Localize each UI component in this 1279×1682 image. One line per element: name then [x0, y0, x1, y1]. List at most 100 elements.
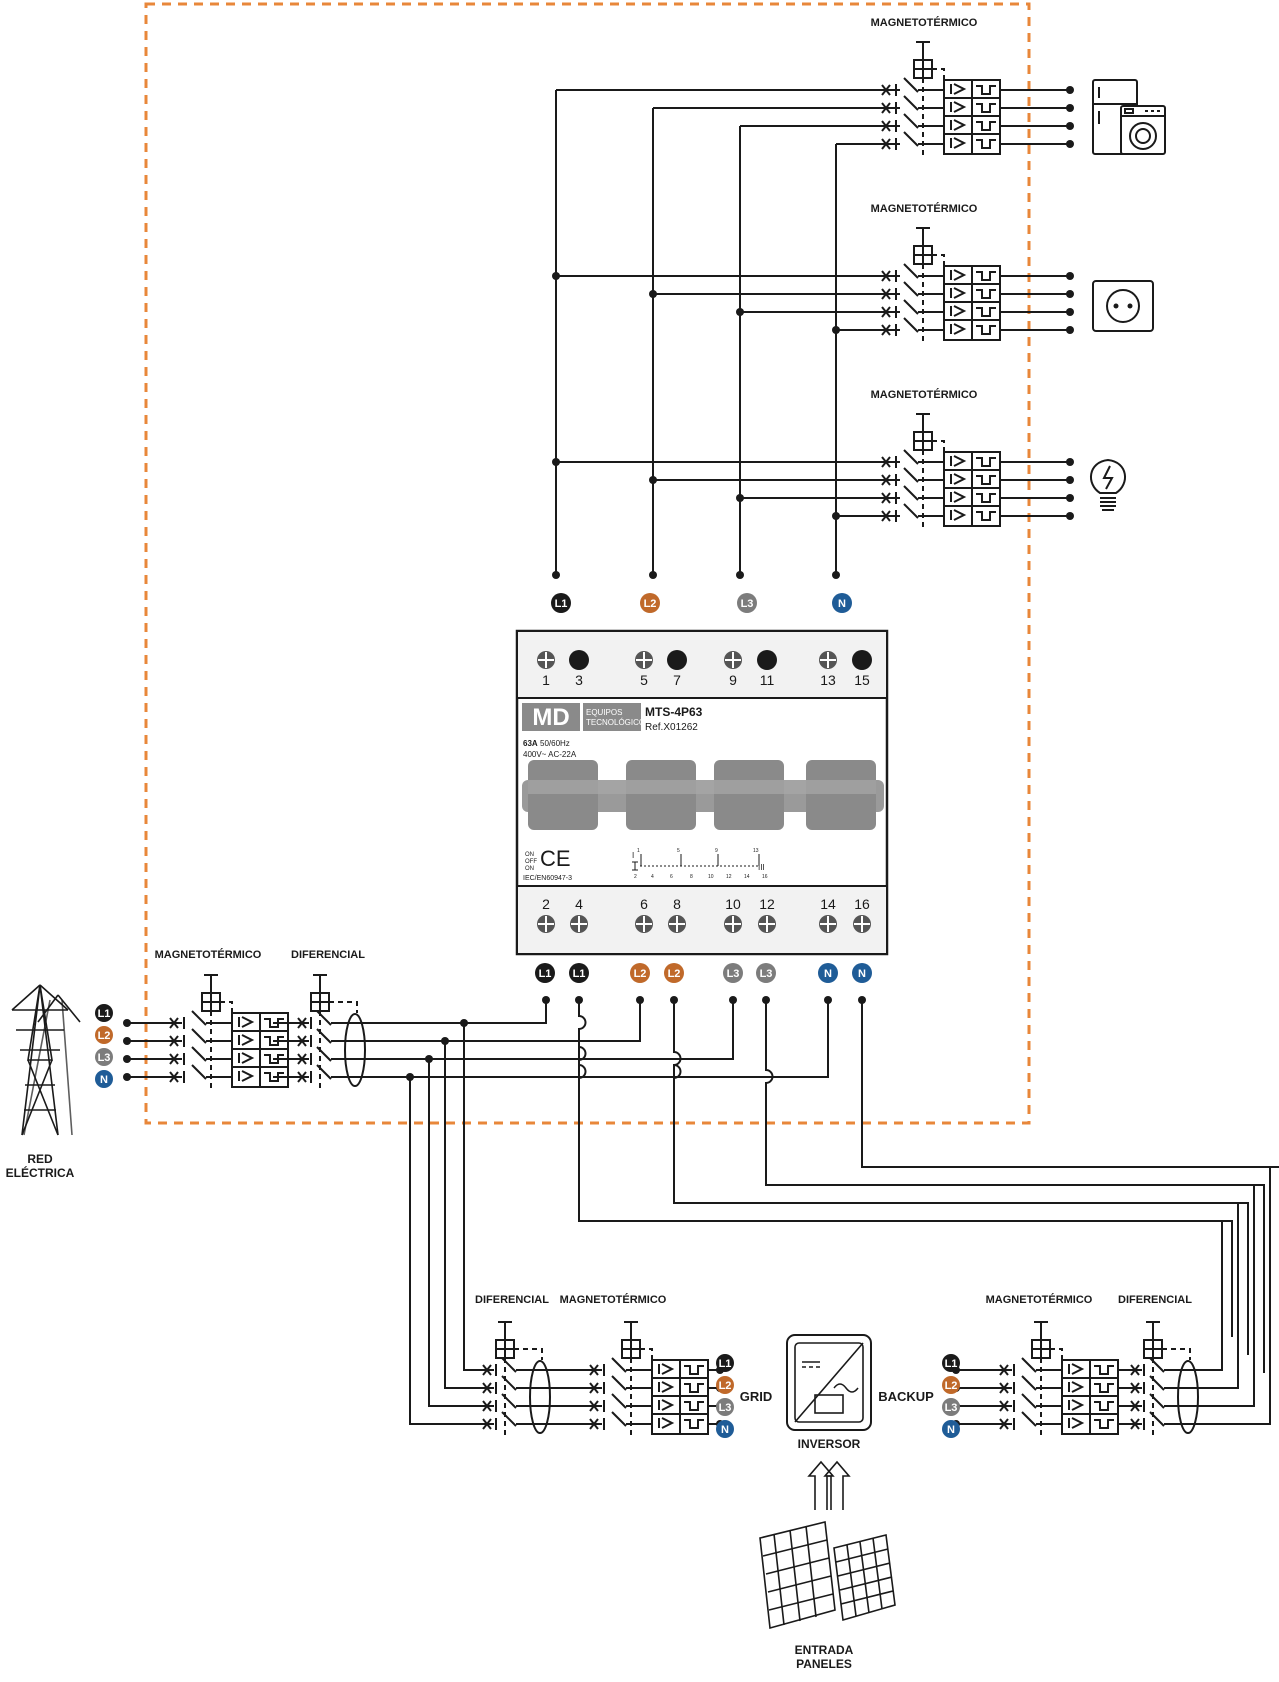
svg-text:L1: L1 — [719, 1358, 732, 1370]
backup-side-breaker — [996, 1322, 1118, 1436]
svg-text:N: N — [947, 1424, 955, 1436]
svg-text:L1: L1 — [945, 1358, 958, 1370]
switch-scheme — [632, 854, 760, 871]
label-magneto-grid: MAGNETOTÉRMICO — [560, 1293, 667, 1306]
svg-text:14: 14 — [820, 896, 836, 912]
top-terminals: 1 3 5 7 9 11 13 15 — [537, 650, 872, 688]
svg-text:50/60Hz: 50/60Hz — [540, 739, 570, 748]
svg-text:L3: L3 — [719, 1402, 732, 1414]
svg-text:MD: MD — [532, 704, 569, 731]
socket-icon — [1092, 280, 1154, 332]
svg-text:L2: L2 — [98, 1030, 111, 1042]
inverter-icon — [786, 1334, 872, 1431]
svg-text:16: 16 — [762, 874, 768, 880]
pylon-icon — [11, 984, 81, 1136]
svg-text:L1: L1 — [555, 598, 568, 610]
svg-text:L2: L2 — [634, 968, 647, 980]
svg-text:L2: L2 — [644, 598, 657, 610]
svg-text:1: 1 — [542, 672, 550, 688]
label-paneles: PANELES — [796, 1657, 852, 1671]
svg-text:400V~ AC-22A: 400V~ AC-22A — [523, 750, 577, 759]
svg-text:5: 5 — [677, 848, 680, 854]
label-magneto-3: MAGNETOTÉRMICO — [871, 388, 978, 401]
backup-side-badges: L1 L2 L3 N — [942, 1354, 960, 1438]
svg-text:13: 13 — [753, 848, 759, 854]
label-magneto-1: MAGNETOTÉRMICO — [871, 16, 978, 29]
grid-side-badges: L1 L2 L3 N — [716, 1354, 734, 1438]
label-grid: GRID — [740, 1389, 773, 1404]
grid-input-dots — [123, 996, 866, 1081]
label-magneto-backup: MAGNETOTÉRMICO — [986, 1293, 1093, 1306]
label-diferencial-backup: DIFERENCIAL — [1118, 1294, 1192, 1306]
svg-text:1: 1 — [637, 848, 640, 854]
svg-text:13: 13 — [820, 672, 836, 688]
svg-text:N: N — [100, 1074, 108, 1086]
label-inversor: INVERSOR — [798, 1437, 861, 1451]
svg-text:4: 4 — [575, 896, 583, 912]
svg-text:EQUIPOS: EQUIPOS — [586, 708, 622, 717]
svg-text:L1: L1 — [98, 1008, 111, 1020]
svg-text:III: III — [758, 863, 765, 872]
svg-text:7: 7 — [673, 672, 681, 688]
grid-input-wires — [127, 1000, 1279, 1373]
brand-logo — [522, 703, 580, 731]
junction-dots — [552, 86, 1074, 579]
svg-text:I: I — [632, 851, 634, 860]
breaker-lighting — [878, 414, 1000, 528]
svg-text:8: 8 — [690, 874, 693, 880]
svg-text:L3: L3 — [741, 598, 754, 610]
switch-handles — [522, 760, 884, 830]
svg-text:14: 14 — [744, 874, 750, 880]
svg-text:9: 9 — [729, 672, 737, 688]
label-red: RED — [27, 1152, 53, 1166]
bottom-terminals: 2 4 6 8 10 12 14 16 — [537, 896, 871, 933]
lightbulb-icon — [1090, 458, 1126, 511]
label-diferencial-main: DIFERENCIAL — [291, 949, 365, 961]
breaker-appliances — [878, 42, 1000, 156]
backup-side-wires — [956, 1167, 1271, 1425]
svg-text:10: 10 — [725, 896, 741, 912]
label-diferencial-grid: DIFERENCIAL — [475, 1294, 549, 1306]
svg-text:2: 2 — [634, 874, 637, 880]
svg-text:N: N — [858, 968, 866, 980]
solar-panels-icon — [759, 1521, 896, 1630]
svg-text:8: 8 — [673, 896, 681, 912]
bus-wires — [555, 89, 1070, 575]
grid-phase-badges: L1 L2 L3 N — [95, 1004, 113, 1088]
dc-arrows — [807, 1460, 851, 1510]
svg-text:9: 9 — [715, 848, 718, 854]
ce-mark: CE — [540, 846, 571, 871]
svg-text:63A: 63A — [523, 739, 538, 748]
svg-text:N: N — [838, 598, 846, 610]
appliances-icon — [1092, 79, 1166, 155]
top-phase-badges: L1 L2 L3 N — [551, 593, 852, 613]
label-backup: BACKUP — [878, 1389, 934, 1404]
grid-main-breaker — [166, 975, 288, 1089]
label-magneto-2: MAGNETOTÉRMICO — [871, 202, 978, 215]
svg-text:L2: L2 — [945, 1380, 958, 1392]
svg-text:L3: L3 — [727, 968, 740, 980]
switch-model: MTS-4P63 — [645, 705, 703, 719]
grid-side-differential — [480, 1322, 562, 1436]
svg-text:16: 16 — [854, 896, 870, 912]
svg-text:N: N — [721, 1424, 729, 1436]
svg-text:L3: L3 — [98, 1052, 111, 1064]
svg-text:15: 15 — [854, 672, 870, 688]
svg-text:N: N — [824, 968, 832, 980]
svg-text:ON: ON — [525, 866, 534, 872]
svg-text:11: 11 — [760, 672, 775, 688]
svg-text:6: 6 — [640, 896, 648, 912]
svg-text:12: 12 — [759, 896, 775, 912]
breaker-sockets — [878, 228, 1000, 342]
svg-text:L1: L1 — [573, 968, 586, 980]
label-magneto-main: MAGNETOTÉRMICO — [155, 948, 262, 961]
svg-text:L2: L2 — [719, 1380, 732, 1392]
svg-text:TECNOLÓGICOS: TECNOLÓGICOS — [586, 718, 650, 727]
label-entrada: ENTRADA — [795, 1643, 854, 1657]
svg-text:ON: ON — [525, 852, 534, 858]
grid-side-breaker — [586, 1322, 708, 1436]
svg-text:12: 12 — [726, 874, 732, 880]
svg-text:3: 3 — [575, 672, 583, 688]
svg-text:2: 2 — [542, 896, 550, 912]
